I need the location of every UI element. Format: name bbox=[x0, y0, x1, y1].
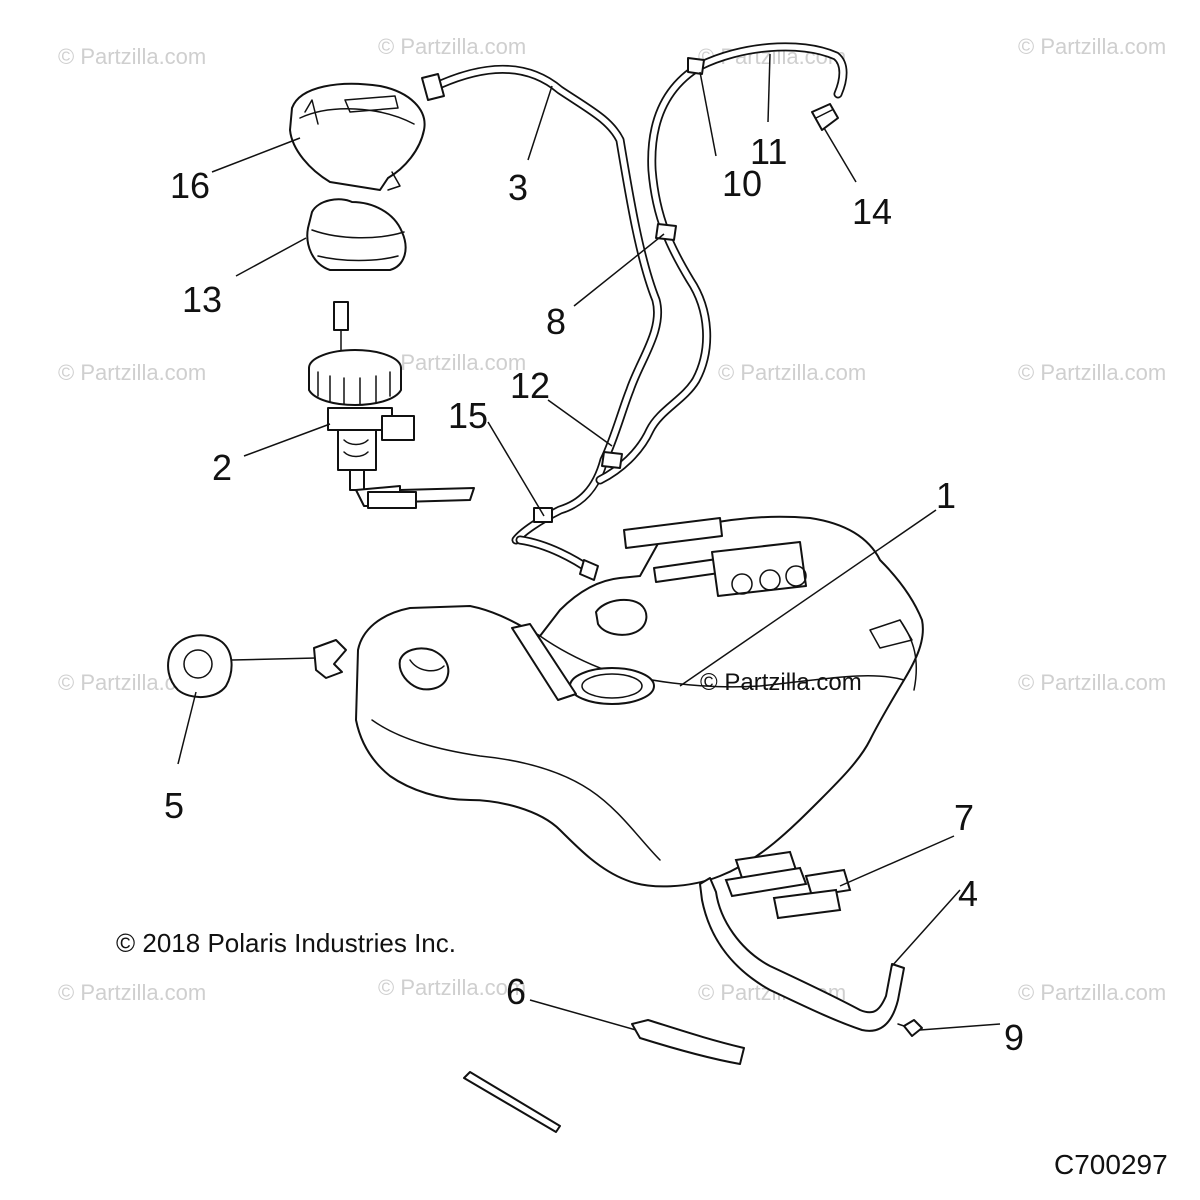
fuel-cap-part bbox=[167, 634, 347, 698]
bolt-part bbox=[897, 1019, 923, 1037]
callout-layer: 1 2 3 4 5 6 7 8 9 10 11 12 13 14 15 16 bbox=[164, 131, 1024, 1058]
watermark-layer: © Partzilla.com © Partzilla.com © Partzi… bbox=[58, 34, 1166, 1005]
leader-line bbox=[487, 421, 545, 517]
leader-lines bbox=[177, 53, 1001, 1031]
callout-3: 3 bbox=[508, 167, 528, 208]
watermark: © Partzilla.com bbox=[58, 980, 206, 1005]
watermark: © Partzilla.com bbox=[58, 44, 206, 69]
leader-line bbox=[235, 237, 307, 277]
pad-part bbox=[724, 850, 852, 920]
leader-line bbox=[177, 691, 197, 765]
connector-part bbox=[811, 103, 839, 131]
leader-line bbox=[573, 233, 665, 307]
callout-15: 15 bbox=[448, 395, 488, 436]
callout-4: 4 bbox=[958, 873, 978, 914]
leader-line bbox=[891, 889, 961, 967]
leader-line bbox=[823, 127, 857, 183]
watermark: © Partzilla.com bbox=[1018, 670, 1166, 695]
callout-11: 11 bbox=[750, 131, 787, 172]
inline-brand: © Partzilla.com bbox=[700, 669, 862, 696]
callout-2: 2 bbox=[212, 447, 232, 488]
leader-line bbox=[527, 85, 553, 161]
leader-line bbox=[547, 399, 613, 447]
callout-10: 10 bbox=[722, 163, 762, 204]
callout-5: 5 bbox=[164, 785, 184, 826]
callout-14: 14 bbox=[852, 191, 892, 232]
watermark: © Partzilla.com bbox=[58, 360, 206, 385]
leader-line bbox=[529, 999, 637, 1031]
strip-part bbox=[463, 1019, 745, 1133]
pump-cover-part bbox=[289, 82, 426, 191]
callout-8: 8 bbox=[546, 301, 566, 342]
callout-12: 12 bbox=[510, 365, 550, 406]
watermark: © Partzilla.com bbox=[1018, 360, 1166, 385]
callout-16: 16 bbox=[170, 165, 210, 206]
leader-line bbox=[919, 1023, 1001, 1031]
callout-13: 13 bbox=[182, 279, 222, 320]
fuel-pump-part bbox=[308, 301, 475, 509]
watermark: © Partzilla.com bbox=[378, 34, 526, 59]
watermark: © Partzilla.com bbox=[1018, 980, 1166, 1005]
copyright: © 2018 Polaris Industries Inc. bbox=[116, 928, 456, 958]
callout-6: 6 bbox=[506, 971, 526, 1012]
watermark: © Partzilla.com bbox=[378, 975, 526, 1000]
leader-line bbox=[699, 71, 717, 157]
dome-cover-part bbox=[306, 198, 407, 271]
strap-part bbox=[699, 877, 905, 1032]
leader-line bbox=[679, 509, 937, 687]
leader-line bbox=[211, 137, 301, 173]
diagram-code: C700297 bbox=[1054, 1149, 1168, 1180]
leader-line bbox=[243, 423, 331, 457]
leader-line bbox=[767, 53, 771, 123]
watermark: © Partzilla.com bbox=[378, 350, 526, 375]
fuel-tank-part bbox=[355, 515, 924, 888]
watermark: © Partzilla.com bbox=[718, 360, 866, 385]
callout-9: 9 bbox=[1004, 1017, 1024, 1058]
callout-7: 7 bbox=[954, 797, 974, 838]
callout-1: 1 bbox=[936, 475, 956, 516]
watermark: © Partzilla.com bbox=[1018, 34, 1166, 59]
vent-hose-part bbox=[421, 42, 848, 581]
leader-line bbox=[839, 835, 955, 887]
